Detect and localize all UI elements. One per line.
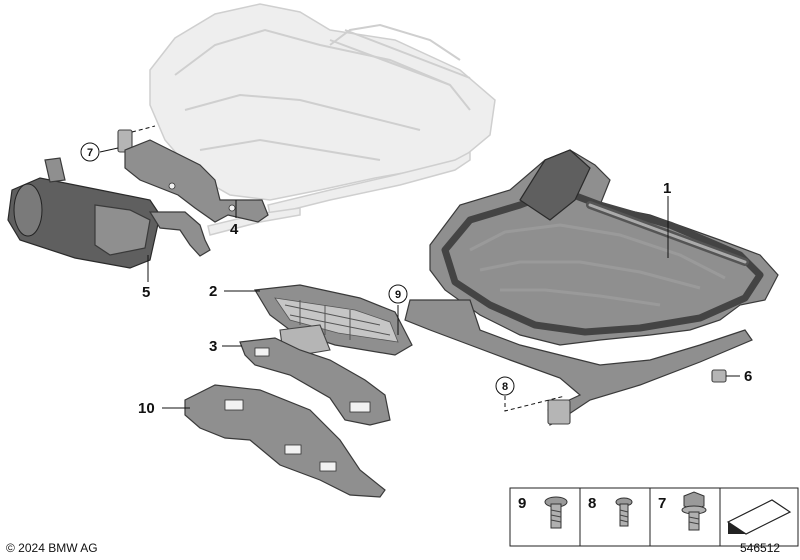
label-part-5: 5 — [142, 284, 150, 301]
legend-num-7: 7 — [658, 495, 666, 512]
document-number: 546512 — [740, 541, 781, 555]
label-part-3: 3 — [209, 338, 217, 355]
hex-flange-bolt-icon — [681, 491, 707, 531]
label-part-9-circle: 9 — [388, 284, 408, 304]
copyright-notice: © 2024 BMW AG — [6, 541, 98, 555]
part-3-cover-panel[interactable] — [239, 337, 391, 426]
torx-bolt-icon — [544, 496, 568, 529]
part-10-lower-bracket[interactable] — [184, 384, 386, 498]
legend-num-9: 9 — [518, 495, 526, 512]
label-part-1: 1 — [663, 180, 671, 197]
torx-screw-icon — [615, 497, 633, 527]
label-part-2: 2 — [209, 283, 217, 300]
label-part-9: 9 — [395, 289, 401, 301]
part-5-motor-assembly[interactable] — [7, 157, 211, 269]
label-part-8: 8 — [502, 381, 508, 393]
vehicle-orientation-arrow-icon — [726, 499, 792, 535]
leader-lines — [99, 147, 740, 412]
label-part-10: 10 — [138, 400, 155, 417]
legend-num-8: 8 — [588, 495, 596, 512]
label-part-7: 7 — [87, 147, 93, 159]
fastener-legend: 9 8 7 — [509, 487, 799, 547]
label-part-7-circle: 7 — [80, 142, 100, 162]
part-4-bracket[interactable] — [124, 139, 269, 223]
part-1-seat-frame[interactable] — [404, 149, 779, 426]
label-part-8-circle: 8 — [495, 376, 515, 396]
part-labels: 1 2 3 4 5 6 10 7 9 8 — [80, 142, 752, 417]
part-6-clip[interactable] — [711, 369, 727, 383]
ghost-seat-frame — [149, 3, 496, 236]
label-part-4: 4 — [230, 221, 239, 238]
label-part-6: 6 — [744, 368, 752, 385]
